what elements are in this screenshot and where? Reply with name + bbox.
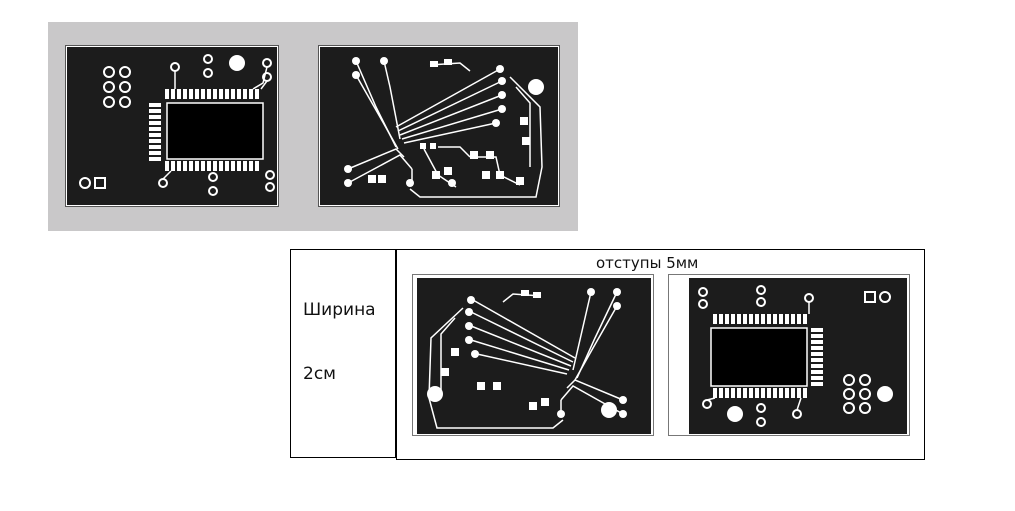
bottom-left-board-outline — [412, 274, 654, 436]
top-board-component-drawing — [67, 47, 277, 205]
bottom-board-component-side — [688, 277, 908, 435]
top-board-component-side — [65, 45, 279, 207]
bottom-board-component-drawing — [689, 278, 907, 434]
bottom-right-board-outline — [668, 274, 910, 436]
bottom-board-trace-drawing — [417, 278, 651, 434]
top-board-trace-drawing — [320, 47, 558, 205]
offset-frame — [396, 249, 925, 460]
bottom-board-trace-side — [416, 277, 652, 435]
width-frame — [290, 249, 396, 458]
width-label: Ширина — [303, 300, 376, 320]
top-board-trace-side — [318, 45, 560, 207]
offset-label: отступы 5мм — [596, 254, 699, 272]
width-value-label: 2см — [303, 364, 336, 384]
